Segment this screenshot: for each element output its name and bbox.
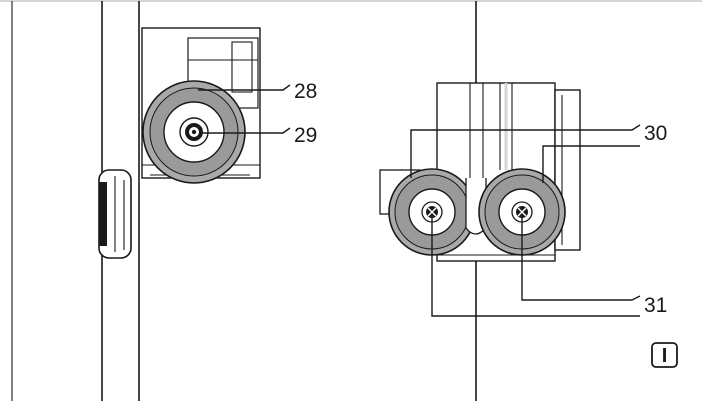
left-frame-profile [11,1,140,401]
leader-line-30 [410,124,641,183]
leader-line-31 [431,218,641,317]
callout-29: 29 [294,124,317,147]
screw-29 [179,117,209,147]
view-marker-badge: I [651,342,678,368]
leader-line-29 [200,127,291,134]
callout-31: 31 [644,294,667,317]
callout-30: 30 [644,122,667,145]
screw-31-left [421,201,443,223]
callout-28: 28 [294,80,317,103]
screw-31-right [511,201,533,223]
view-marker-label: I [662,345,668,367]
leader-line-28 [198,84,291,91]
